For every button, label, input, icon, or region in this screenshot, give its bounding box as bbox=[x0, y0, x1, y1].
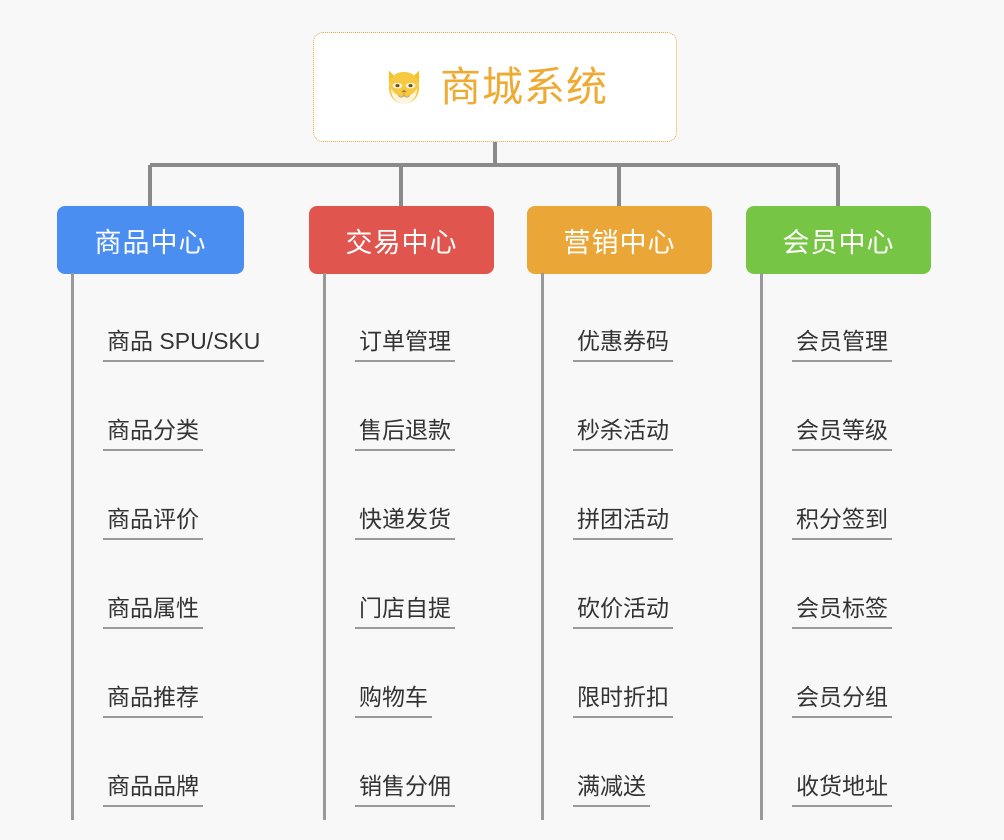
leaf-item-1-2[interactable]: 快递发货 bbox=[323, 451, 455, 540]
leaf-item-2-5[interactable]: 满减送 bbox=[541, 718, 673, 807]
leaf-item-0-1[interactable]: 商品分类 bbox=[71, 362, 264, 451]
leaf-label-1-1: 售后退款 bbox=[355, 417, 455, 451]
leaf-item-3-4[interactable]: 会员分组 bbox=[760, 629, 892, 718]
leaf-label-0-3: 商品属性 bbox=[103, 595, 203, 629]
leaf-item-3-3[interactable]: 会员标签 bbox=[760, 540, 892, 629]
leaf-label-0-2: 商品评价 bbox=[103, 506, 203, 540]
root-node[interactable]: 商城系统 bbox=[313, 32, 677, 142]
leaf-label-2-1: 秒杀活动 bbox=[573, 417, 673, 451]
leaf-label-1-3: 门店自提 bbox=[355, 595, 455, 629]
leaf-item-0-5[interactable]: 商品品牌 bbox=[71, 718, 264, 807]
leaf-item-2-3[interactable]: 砍价活动 bbox=[541, 540, 673, 629]
leaf-label-2-3: 砍价活动 bbox=[573, 595, 673, 629]
branch-label-1: 交易中心 bbox=[345, 227, 458, 258]
leaf-label-1-4: 购物车 bbox=[355, 684, 432, 718]
leaf-stem-0 bbox=[71, 273, 74, 820]
leaf-label-1-0: 订单管理 bbox=[355, 328, 455, 362]
leaf-item-1-5[interactable]: 销售分佣 bbox=[323, 718, 455, 807]
branch-label-3: 会员中心 bbox=[782, 227, 895, 258]
leaf-item-2-1[interactable]: 秒杀活动 bbox=[541, 362, 673, 451]
branch-box-3[interactable]: 会员中心 bbox=[746, 206, 931, 274]
root-title: 商城系统 bbox=[440, 63, 608, 110]
leaf-label-0-5: 商品品牌 bbox=[103, 773, 203, 807]
leaf-label-2-5: 满减送 bbox=[573, 773, 650, 807]
leaf-column-0: 商品 SPU/SKU 商品分类 商品评价 商品属性 商品推荐 商品品牌 bbox=[71, 273, 265, 820]
leaf-column-1: 订单管理 售后退款 快递发货 门店自提 购物车 销售分佣 bbox=[323, 273, 455, 820]
leaf-label-3-4: 会员分组 bbox=[792, 684, 892, 718]
leaf-label-2-4: 限时折扣 bbox=[573, 684, 673, 718]
leaf-label-3-5: 收货地址 bbox=[792, 773, 892, 807]
leaf-item-1-3[interactable]: 门店自提 bbox=[323, 540, 455, 629]
leaf-label-0-4: 商品推荐 bbox=[103, 684, 203, 718]
leaf-item-2-0[interactable]: 优惠券码 bbox=[541, 273, 673, 362]
branch-box-0[interactable]: 商品中心 bbox=[57, 206, 244, 274]
leaf-item-2-4[interactable]: 限时折扣 bbox=[541, 629, 673, 718]
leaf-item-0-0[interactable]: 商品 SPU/SKU bbox=[71, 273, 265, 362]
leaf-label-3-0: 会员管理 bbox=[792, 328, 892, 362]
leaf-label-3-3: 会员标签 bbox=[792, 595, 892, 629]
leaf-item-1-0[interactable]: 订单管理 bbox=[323, 273, 455, 362]
leaf-label-1-2: 快递发货 bbox=[355, 506, 455, 540]
leaf-item-1-1[interactable]: 售后退款 bbox=[323, 362, 455, 451]
leaf-item-2-2[interactable]: 拼团活动 bbox=[541, 451, 673, 540]
leaf-item-1-4[interactable]: 购物车 bbox=[323, 629, 455, 718]
leaf-item-3-0[interactable]: 会员管理 bbox=[760, 273, 892, 362]
leaf-item-3-1[interactable]: 会员等级 bbox=[760, 362, 892, 451]
leaf-column-2: 优惠券码 秒杀活动 拼团活动 砍价活动 限时折扣 满减送 bbox=[541, 273, 673, 820]
leaf-label-0-0: 商品 SPU/SKU bbox=[103, 328, 265, 362]
leaf-item-0-3[interactable]: 商品属性 bbox=[71, 540, 264, 629]
branch-box-1[interactable]: 交易中心 bbox=[309, 206, 494, 274]
branch-label-0: 商品中心 bbox=[94, 227, 207, 258]
leaf-stem-1 bbox=[323, 273, 326, 820]
branch-box-2[interactable]: 营销中心 bbox=[527, 206, 712, 274]
leaf-label-1-5: 销售分佣 bbox=[355, 773, 455, 807]
leaf-label-0-1: 商品分类 bbox=[103, 417, 203, 451]
leaf-label-2-0: 优惠券码 bbox=[573, 328, 673, 362]
shiba-dog-face-icon bbox=[388, 70, 420, 104]
leaf-item-3-2[interactable]: 积分签到 bbox=[760, 451, 892, 540]
leaf-stem-3 bbox=[760, 273, 763, 820]
leaf-column-3: 会员管理 会员等级 积分签到 会员标签 会员分组 收货地址 bbox=[760, 273, 892, 820]
leaf-label-3-2: 积分签到 bbox=[792, 506, 892, 540]
leaf-label-2-2: 拼团活动 bbox=[573, 506, 673, 540]
leaf-stem-2 bbox=[541, 273, 544, 820]
leaf-item-0-2[interactable]: 商品评价 bbox=[71, 451, 264, 540]
branch-label-2: 营销中心 bbox=[563, 227, 676, 258]
leaf-item-0-4[interactable]: 商品推荐 bbox=[71, 629, 264, 718]
leaf-label-3-1: 会员等级 bbox=[792, 417, 892, 451]
leaf-item-3-5[interactable]: 收货地址 bbox=[760, 718, 892, 807]
